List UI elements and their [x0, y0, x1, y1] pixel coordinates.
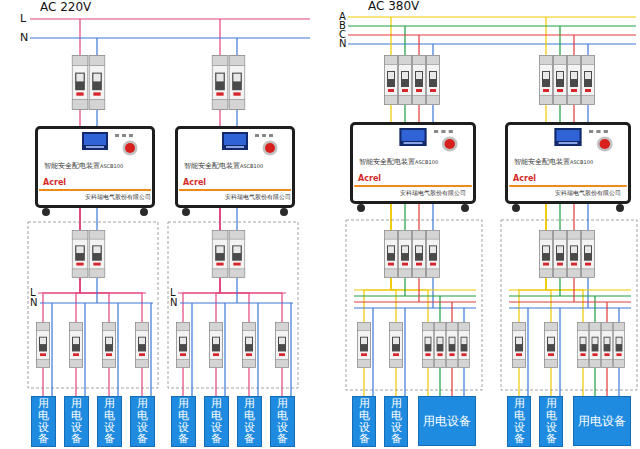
single-pole-breaker — [177, 322, 190, 367]
bus-label: L — [170, 287, 176, 298]
single-pole-breaker — [37, 322, 50, 367]
brand-logo: Acrel — [43, 179, 66, 187]
load-label: 用电设备 — [546, 398, 557, 444]
dashed-frame — [168, 222, 298, 388]
phase-label: N — [339, 38, 346, 49]
device-name: 智能安全配电装置 — [359, 159, 415, 166]
four-pole-breaker — [422, 322, 469, 367]
single-pole-breaker — [210, 322, 223, 367]
brand-logo: Acrel — [513, 175, 536, 183]
bus-label: N — [30, 297, 37, 308]
single-pole-breaker — [513, 322, 526, 367]
model-number: ASCB100 — [100, 164, 123, 169]
load-label: 用电设备 — [38, 398, 49, 444]
device-name: 智能安全配电装置 — [514, 159, 570, 166]
load-box: 用电设备 — [418, 396, 476, 446]
single-pole-breaker — [103, 322, 116, 367]
device-body — [350, 122, 476, 204]
single-pole-breaker — [545, 322, 558, 367]
load-box: 用电设备 — [237, 396, 262, 447]
double-pole-breaker — [72, 56, 105, 110]
load-label: 用电设备 — [391, 398, 402, 444]
double-pole-breaker — [212, 230, 245, 277]
load-label: 用电设备 — [211, 398, 222, 444]
single-pole-breaker — [243, 322, 256, 367]
company-name: 安科瑞电气股份有限公司 — [400, 191, 466, 197]
live-wire — [30, 19, 310, 293]
company-name: 安科瑞电气股份有限公司 — [85, 195, 151, 201]
four-pole-breaker — [540, 56, 595, 105]
load-label: 用电设备 — [277, 398, 288, 444]
bus-label: N — [170, 297, 177, 308]
phase-label: L — [20, 13, 26, 25]
four-pole-breaker — [385, 56, 440, 105]
single-pole-breaker — [390, 322, 403, 367]
device-body — [505, 122, 631, 204]
dashed-frame — [346, 220, 482, 390]
dashed-frame — [501, 220, 637, 390]
device-name: 智能安全配电装置 — [44, 163, 100, 170]
neutral-wire — [30, 38, 636, 396]
load-label: 用电设备 — [244, 398, 255, 444]
dashed-frame — [28, 222, 158, 388]
device-name: 智能安全配电装置 — [184, 163, 240, 170]
four-pole-breaker — [385, 230, 440, 277]
load-box: 用电设备 — [204, 396, 229, 447]
distribution-device: 智能安全配电装置ASCB100Acrel 安科瑞电气股份有限公司 — [350, 122, 476, 204]
load-box: 用电设备 — [352, 396, 376, 447]
bus-label: L — [30, 287, 36, 298]
four-pole-breaker — [577, 322, 624, 367]
company-name: 安科瑞电气股份有限公司 — [555, 191, 621, 197]
company-name: 安科瑞电气股份有限公司 — [225, 195, 291, 201]
phase-c-wire — [348, 35, 636, 396]
single-pole-breaker — [70, 322, 83, 367]
single-pole-breaker — [136, 322, 149, 367]
single-pole-breaker — [358, 322, 371, 367]
load-box: 用电设备 — [507, 396, 531, 447]
load-label: 用电设备 — [178, 398, 189, 444]
device-body — [35, 126, 155, 208]
single-pole-breaker — [276, 322, 289, 367]
load-box: 用电设备 — [171, 396, 196, 447]
load-box: 用电设备 — [270, 396, 295, 447]
double-pole-breaker — [72, 230, 105, 277]
load-box: 用电设备 — [384, 396, 408, 447]
voltage-label: AC 220V — [40, 1, 91, 14]
four-pole-breaker — [540, 230, 595, 277]
load-box: 用电设备 — [97, 396, 122, 447]
load-box: 用电设备 — [573, 396, 631, 446]
double-pole-breaker — [212, 56, 245, 110]
model-number: ASCB100 — [570, 160, 593, 165]
load-label: 用电设备 — [104, 398, 115, 444]
load-box: 用电设备 — [64, 396, 89, 447]
load-label: 用电设备 — [578, 413, 626, 430]
load-box: 用电设备 — [130, 396, 155, 447]
distribution-device: 智能安全配电装置ASCB100Acrel 安科瑞电气股份有限公司 — [505, 122, 631, 204]
voltage-label: AC 380V — [368, 0, 419, 13]
device-body — [175, 126, 295, 208]
load-label: 用电设备 — [71, 398, 82, 444]
distribution-device: 智能安全配电装置ASCB100Acrel 安科瑞电气股份有限公司 — [35, 126, 155, 208]
load-label: 用电设备 — [359, 398, 370, 444]
brand-logo: Acrel — [358, 175, 381, 183]
phase-b-wire — [348, 26, 636, 396]
load-box: 用电设备 — [539, 396, 563, 447]
model-number: ASCB100 — [240, 164, 263, 169]
brand-logo: Acrel — [183, 179, 206, 187]
load-label: 用电设备 — [514, 398, 525, 444]
load-box: 用电设备 — [31, 396, 56, 447]
phase-a-wire — [348, 17, 636, 290]
load-label: 用电设备 — [423, 413, 471, 430]
distribution-device: 智能安全配电装置ASCB100Acrel 安科瑞电气股份有限公司 — [175, 126, 295, 208]
model-number: ASCB100 — [415, 160, 438, 165]
phase-label: N — [20, 32, 28, 44]
load-label: 用电设备 — [137, 398, 148, 444]
